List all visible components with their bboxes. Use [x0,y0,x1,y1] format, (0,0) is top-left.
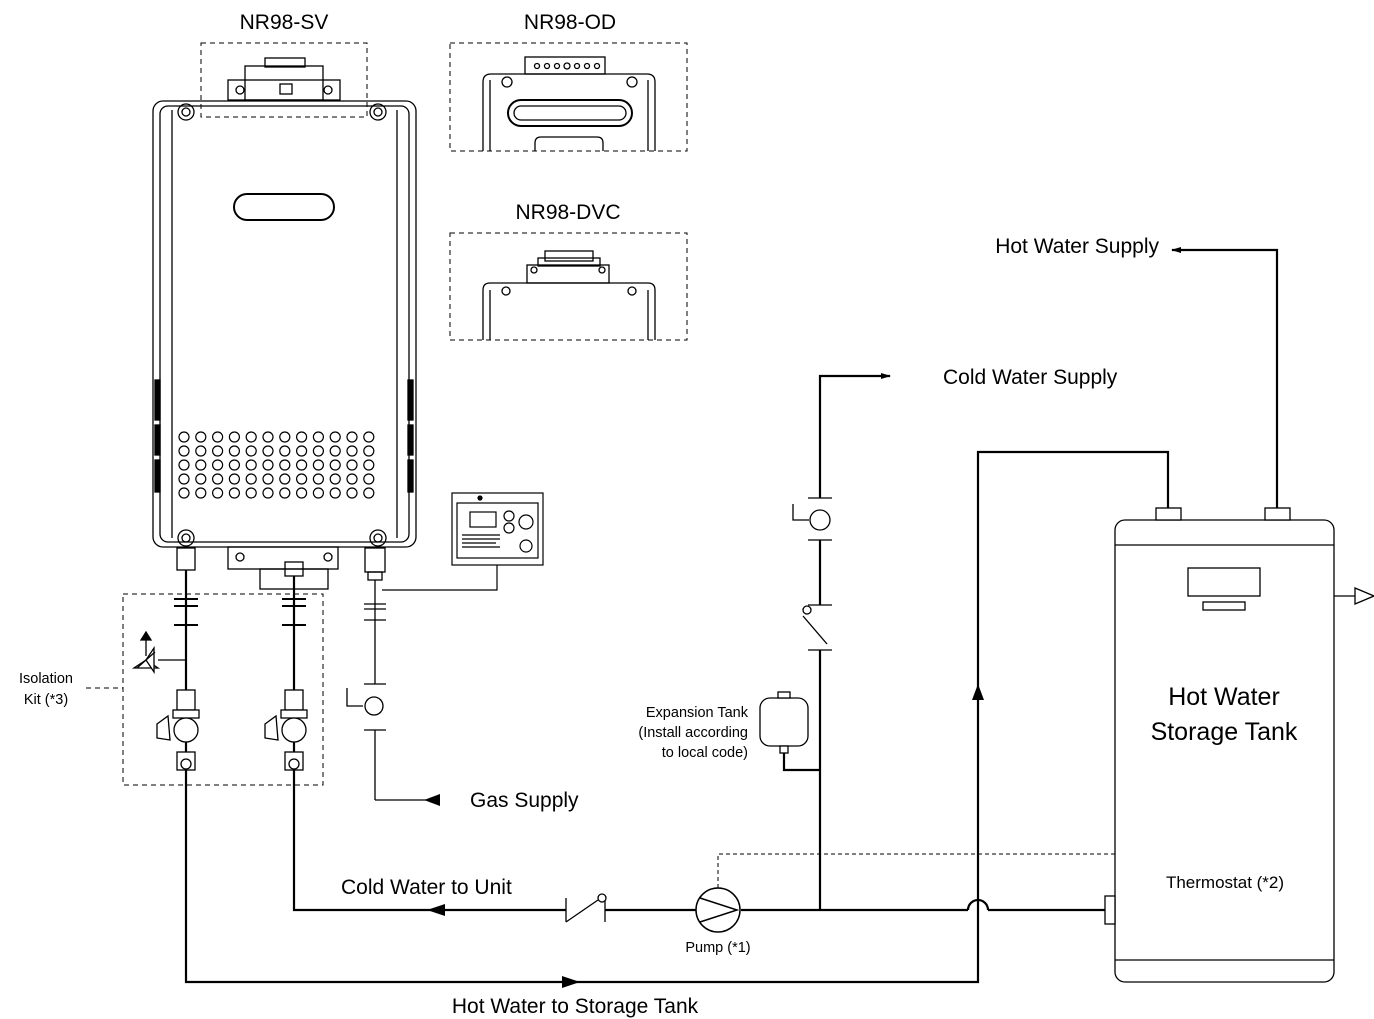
vent-hole [262,459,274,471]
model-label-sv: NR98-SV [240,11,329,34]
thermostat-wire [717,853,1214,888]
dvc-top-view [482,250,656,340]
vent-hole [262,487,274,499]
vent-hole [312,431,324,443]
vent-hole [228,487,240,499]
vent-hole [245,431,257,443]
vent-hole [329,445,341,457]
vent-hole [228,473,240,485]
remote-controller [382,492,544,591]
od-dashed-box [449,42,688,152]
vent-hole [363,473,375,485]
model-label-dvc: NR98-DVC [515,201,620,224]
vent-hole [312,445,324,457]
vent-hole [212,487,224,499]
vent-hole [329,459,341,471]
cold-water-supply-label: Cold Water Supply [943,366,1118,389]
isolation-kit-label-2: Kit (*3) [24,692,68,708]
model-label-od: NR98-OD [524,11,616,34]
od-top-view [482,56,656,151]
hot-water-supply-label: Hot Water Supply [995,235,1159,258]
vent-hole [346,459,358,471]
vent-hole [178,487,190,499]
vent-hole [178,445,190,457]
storage-tank-label-2: Storage Tank [1151,718,1298,746]
vent-hole [329,487,341,499]
isolation-kit-label-1: Isolation [19,671,73,687]
unions [174,598,306,626]
flow-arrows [424,684,984,988]
storage-tank [1104,507,1374,983]
vent-hole [262,431,274,443]
vent-hole [245,473,257,485]
vent-hole [262,445,274,457]
expansion-tank-label-3: to local code) [662,745,748,761]
vent-hole [195,459,207,471]
vent-hole [262,473,274,485]
vent-hole [178,473,190,485]
isolation-kit-box [122,593,324,786]
isolation-valves [131,630,308,771]
vent-hole [312,459,324,471]
vent-hole [228,445,240,457]
vent-hole [312,473,324,485]
vent-hole [279,487,291,499]
vent-hole [212,473,224,485]
vent-hole [178,431,190,443]
vent-hole [329,473,341,485]
vent-hole [212,459,224,471]
vent-hole [245,445,257,457]
hot-water-to-storage-label: Hot Water to Storage Tank [452,995,699,1018]
vent-hole [363,459,375,471]
vent-hole [346,445,358,457]
gas-line [346,580,426,801]
expansion-tank-label-1: Expansion Tank [646,705,749,721]
expansion-tank-label-2: (Install according [638,725,748,741]
vent-hole [212,445,224,457]
pump-label: Pump (*1) [685,940,750,956]
vent-hole [363,431,375,443]
vent-hole [346,487,358,499]
vent-hole [296,473,308,485]
vent-hole [212,431,224,443]
dvc-dashed-box [449,232,688,341]
vent-hole [228,459,240,471]
vent-hole [279,459,291,471]
check-valve [565,893,607,923]
vent-hole [296,487,308,499]
vent-hole [178,459,190,471]
vent-hole [346,431,358,443]
vent-hole [279,445,291,457]
vent-hole [296,459,308,471]
gas-supply-label: Gas Supply [470,789,579,812]
storage-tank-label-1: Hot Water [1168,683,1280,711]
vent-hole [296,445,308,457]
water-heater-unit [152,57,417,590]
vent-hole [195,431,207,443]
vent-hole [329,431,341,443]
cold-water-to-unit-label: Cold Water to Unit [341,876,512,899]
vent-grid [178,431,375,499]
vent-hole [245,459,257,471]
supply-valves [792,497,832,651]
vent-hole [279,431,291,443]
vent-hole [195,473,207,485]
sv-top-dashed-box [200,42,368,118]
vent-hole [279,473,291,485]
pump [695,887,741,933]
thermostat-label: Thermostat (*2) [1166,873,1284,892]
vent-hole [296,431,308,443]
vent-hole [363,445,375,457]
expansion-tank [759,691,809,754]
vent-hole [245,487,257,499]
vent-hole [346,473,358,485]
vent-hole [195,487,207,499]
vent-hole [312,487,324,499]
vent-hole [228,431,240,443]
vent-hole [363,487,375,499]
piping [184,247,1279,984]
vent-hole [195,445,207,457]
